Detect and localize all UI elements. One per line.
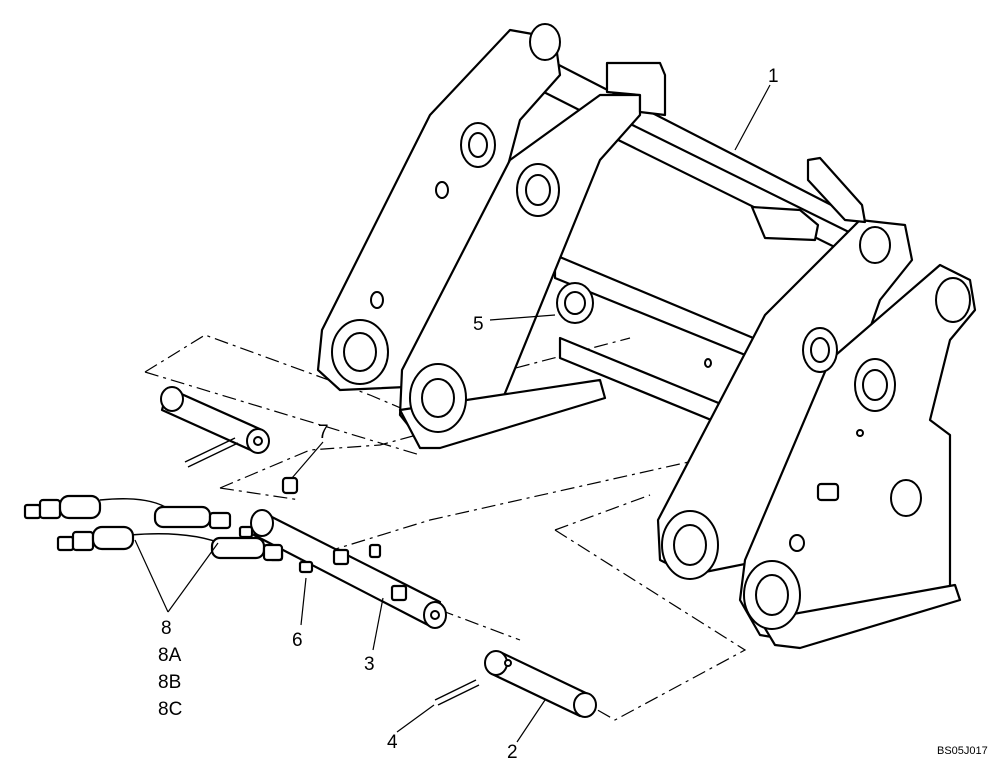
callout-2: 2 <box>507 742 518 763</box>
callout-8a: 8A <box>158 645 182 666</box>
lower-pin <box>484 650 597 718</box>
fitting-7 <box>281 476 299 495</box>
roll-pin <box>434 679 480 706</box>
callout-8b: 8B <box>158 672 181 693</box>
callout-7: 7 <box>318 422 329 443</box>
callout-5: 5 <box>473 314 484 335</box>
grease-hoses <box>23 494 284 562</box>
callout-1: 1 <box>768 66 779 87</box>
leader-lines <box>134 84 771 743</box>
mounting-frame <box>316 23 977 650</box>
upper-pin <box>160 386 270 468</box>
grease-pin-assembly <box>250 509 447 629</box>
callout-3: 3 <box>364 654 375 675</box>
reference-code: BS05J017 <box>937 745 988 757</box>
callout-8c: 8C <box>158 699 182 720</box>
callout-labels: 1 5 7 6 3 8 8A 8B 8C 4 2 BS05J017 <box>158 66 988 763</box>
callout-8: 8 <box>161 618 172 639</box>
callout-4: 4 <box>387 732 398 753</box>
callout-6: 6 <box>292 630 303 651</box>
